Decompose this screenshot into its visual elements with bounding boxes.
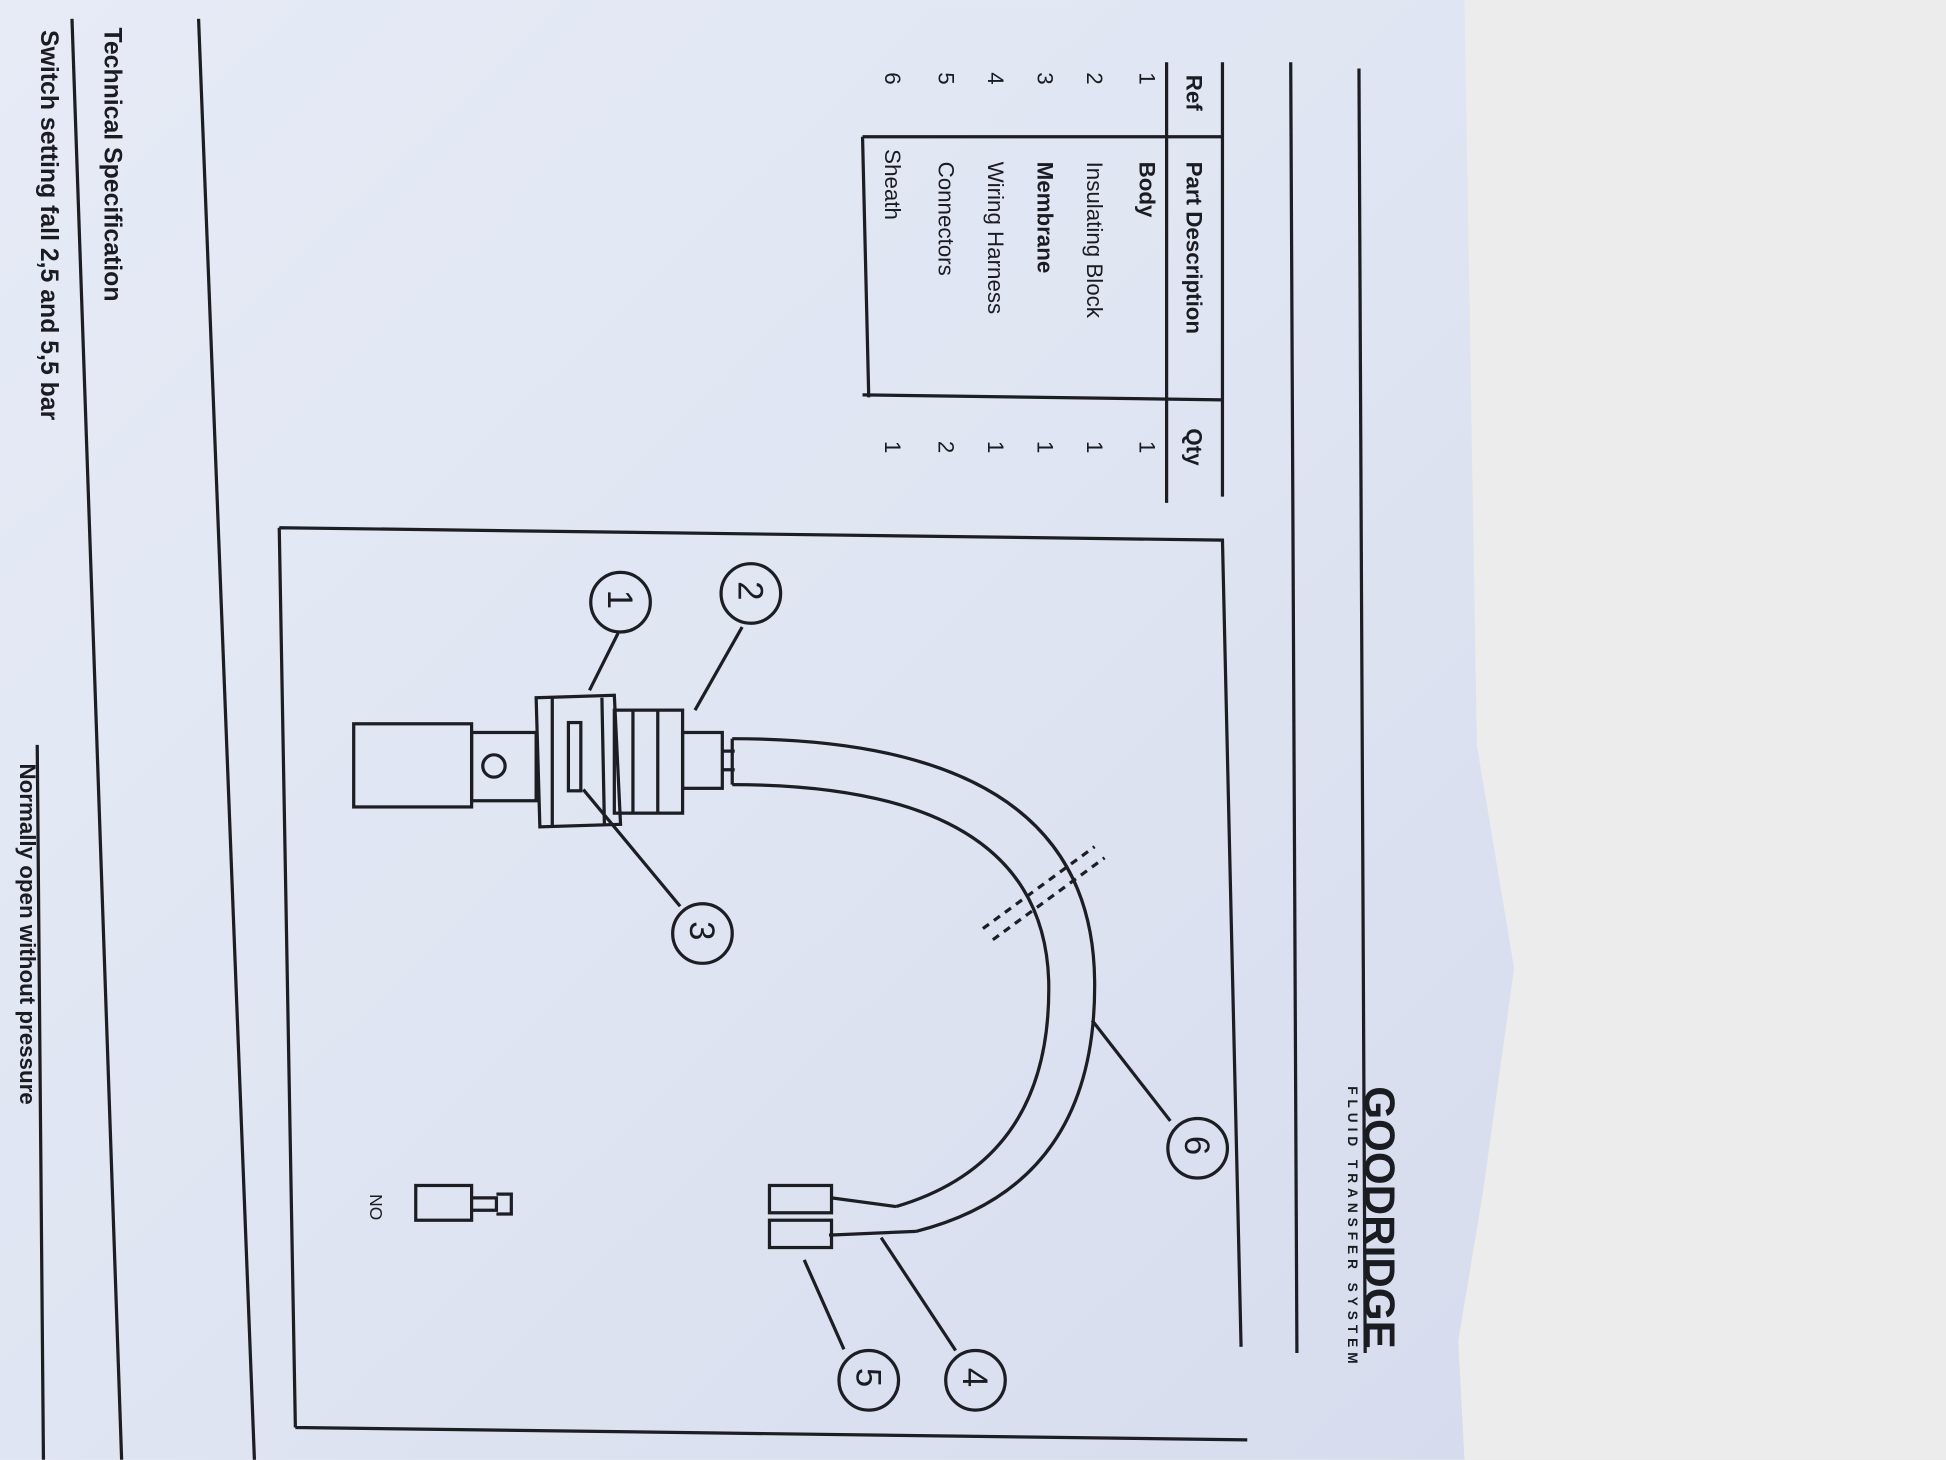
svg-text:FLUID TRANSFER SYSTEM: FLUID TRANSFER SYSTEM: [1345, 1086, 1360, 1368]
table-row: 4 Wiring Harness 1: [983, 72, 1008, 453]
svg-text:6: 6: [880, 72, 905, 84]
svg-text:4: 4: [983, 72, 1008, 84]
svg-text:2: 2: [933, 441, 958, 453]
technical-specification: Technical Specification Switch setting f…: [15, 28, 125, 1105]
svg-text:3: 3: [682, 921, 720, 940]
svg-text:Membrane: Membrane: [1033, 162, 1058, 274]
callout-5: 5: [837, 1348, 901, 1412]
wiring-harness: [828, 1196, 916, 1237]
svg-text:5: 5: [848, 1368, 886, 1387]
hex-body: [534, 693, 623, 829]
spec-switch-setting: Switch setting fall 2,5 and 5,5 bar: [35, 30, 62, 421]
svg-text:Insulating Block: Insulating Block: [1082, 162, 1107, 319]
svg-text:2: 2: [730, 581, 768, 600]
insulating-block: [680, 730, 724, 790]
header-description: Part Description: [1181, 162, 1206, 334]
svg-text:1: 1: [1134, 72, 1159, 84]
column-divider-desc: [862, 393, 1223, 402]
spec-title: Technical Specification: [98, 28, 125, 302]
diagram-frame: [277, 526, 1248, 1442]
no-symbol-label: NO: [366, 1194, 386, 1220]
table-row: 1 Body 1: [1134, 72, 1159, 453]
svg-text:Wiring Harness: Wiring Harness: [983, 162, 1008, 315]
spec-contact-note: Normally open without pressure: [15, 764, 40, 1105]
header-qty: Qty: [1181, 428, 1206, 466]
svg-text:6: 6: [1177, 1136, 1215, 1155]
svg-text:5: 5: [933, 72, 958, 84]
svg-text:Sheath: Sheath: [880, 149, 905, 220]
svg-text:1: 1: [600, 590, 638, 609]
table-row: 5 Connectors 2: [933, 72, 958, 453]
svg-text:3: 3: [1033, 72, 1058, 84]
svg-text:2: 2: [1082, 72, 1107, 84]
sheath-cable: [732, 737, 1097, 1233]
svg-text:GOODRIDGE: GOODRIDGE: [1356, 1086, 1403, 1349]
pressure-switch-drawing: [352, 626, 1172, 1352]
svg-text:1: 1: [1134, 441, 1159, 453]
membrane: [566, 720, 583, 793]
page-border-lines: [35, 18, 1367, 1460]
parts-table: Ref Part Description Qty 1 Body 1 2 Insu…: [860, 62, 1223, 503]
svg-text:4: 4: [955, 1368, 993, 1387]
break-lines: [981, 845, 1106, 942]
svg-text:Body: Body: [1134, 162, 1159, 218]
table-header: Ref Part Description Qty: [1181, 75, 1206, 467]
table-row: 2 Insulating Block 1: [1082, 72, 1107, 453]
callout-6: 6: [1166, 1116, 1230, 1180]
goodridge-logo: GOODRIDGE FLUID TRANSFER SYSTEM: [1345, 1086, 1403, 1368]
callout-4: 4: [944, 1348, 1007, 1412]
connector: [767, 1218, 834, 1250]
table-row: 6 Sheath 1: [880, 72, 905, 453]
paper-sheet: [0, 0, 1515, 1460]
callout-3: 3: [671, 902, 734, 965]
callout-2: 2: [719, 562, 783, 625]
svg-text:1: 1: [1082, 441, 1107, 453]
callout-1: 1: [589, 570, 652, 634]
no-switch-symbol: [414, 1183, 474, 1222]
connector: [767, 1183, 834, 1215]
svg-text:1: 1: [983, 441, 1008, 453]
header-ref: Ref: [1181, 75, 1206, 112]
svg-text:Connectors: Connectors: [933, 162, 958, 276]
table-row: 3 Membrane 1: [1033, 72, 1058, 453]
svg-text:1: 1: [880, 441, 905, 453]
svg-text:1: 1: [1033, 441, 1058, 453]
